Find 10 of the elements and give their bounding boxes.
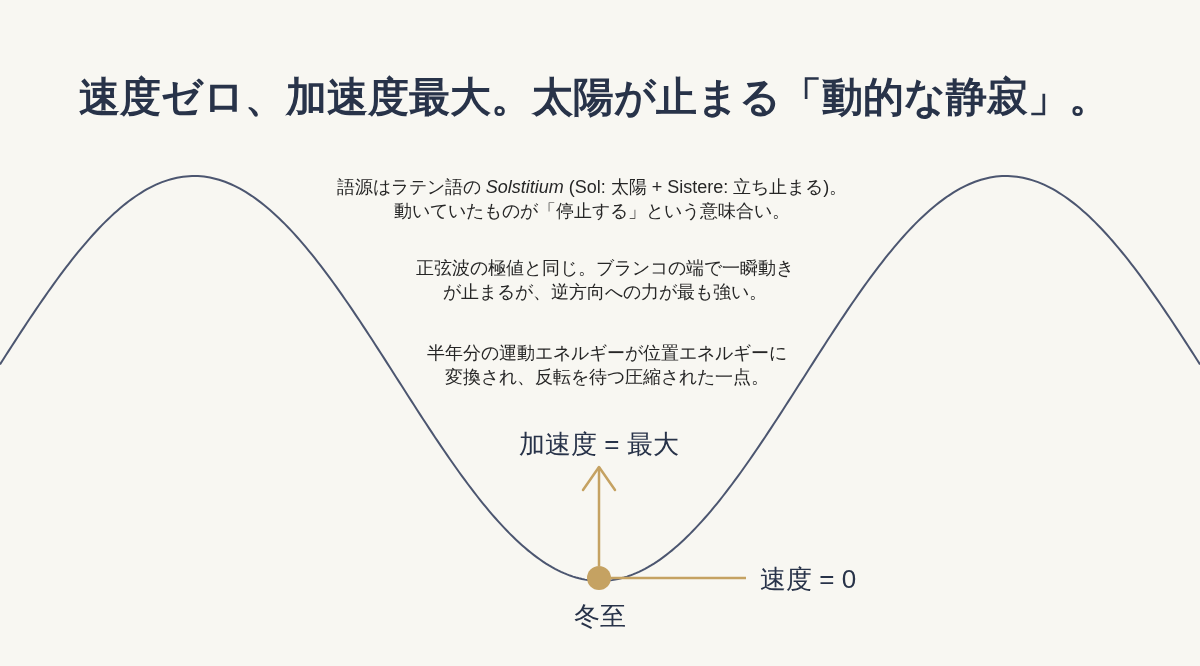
point-label: 冬至 bbox=[574, 601, 626, 631]
vector-label: 加速度 = 最大 bbox=[519, 429, 679, 459]
explanation-text: 正弦波の極値と同じ。ブランコの端で一瞬動きが止まるが、逆方向への力が最も強い。 bbox=[415, 257, 795, 304]
point-dot bbox=[587, 566, 611, 590]
vector-label: 速度 = 0 bbox=[760, 564, 857, 594]
explanation-text: 語源はラテン語の Solstitium (Sol: 太陽 + Sistere: 立ち止まる)。動いていたものが「停止する」という意味合い。 bbox=[335, 176, 849, 223]
arrow bbox=[581, 465, 617, 566]
explanation-text: 半年分の運動エネルギーが位置エネルギーに変換され、反転を待つ圧縮された一点。 bbox=[426, 342, 788, 389]
connector-line bbox=[611, 576, 746, 580]
title: 速度ゼロ、加速度最大。太陽が止まる「動的な静寂」。 bbox=[78, 72, 1110, 123]
